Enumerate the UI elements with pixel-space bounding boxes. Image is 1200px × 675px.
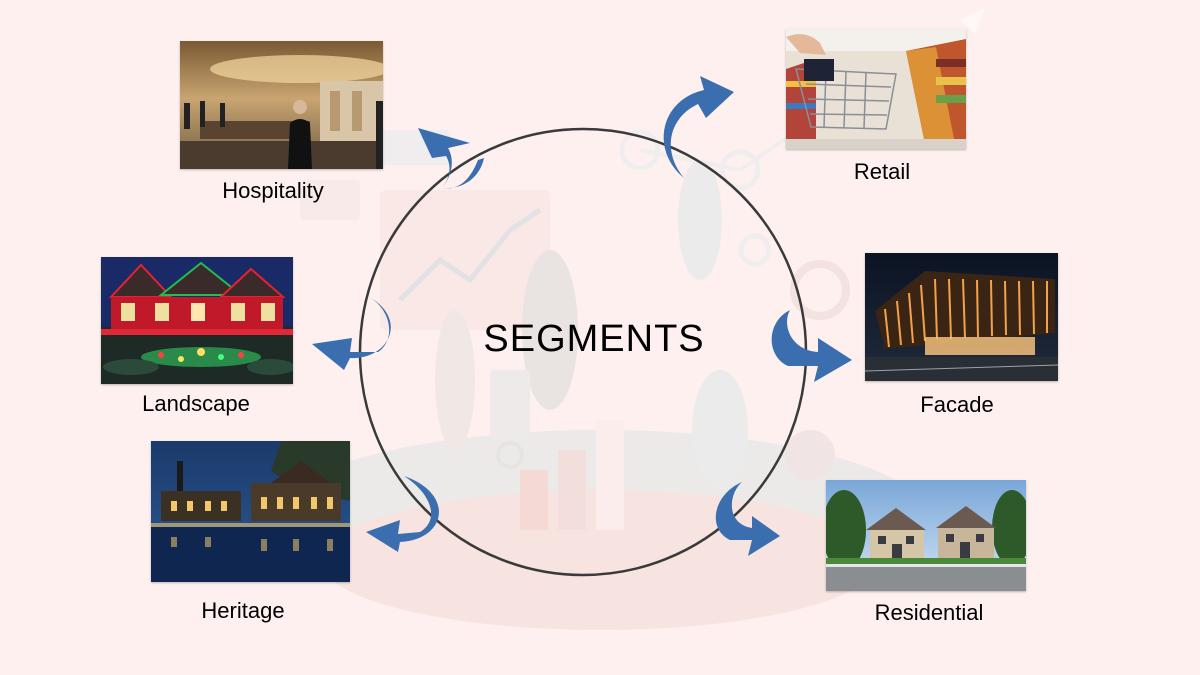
segment-label-hospitality: Hospitality (222, 178, 324, 203)
heritage-photo (151, 441, 350, 582)
segment-label-heritage: Heritage (201, 598, 285, 623)
arrow-hospitality-icon (418, 128, 484, 189)
segment-label-landscape: Landscape (142, 391, 250, 416)
arrow-retail-icon (663, 76, 734, 178)
segment-label-facade: Facade (920, 392, 994, 417)
residential-photo (826, 480, 1026, 591)
arrow-heritage-icon (366, 476, 439, 552)
segment-label-retail: Retail (853, 159, 911, 184)
facade-photo (865, 253, 1058, 381)
retail-photo (786, 29, 966, 149)
hospitality-photo (180, 41, 383, 169)
segment-label-residential: Residential (874, 600, 984, 625)
landscape-photo (101, 257, 293, 384)
center-title: SEGMENTS (483, 318, 705, 360)
arrow-landscape-icon (312, 296, 391, 370)
arrow-facade-icon (771, 310, 852, 382)
arrow-residential-icon (715, 482, 780, 556)
